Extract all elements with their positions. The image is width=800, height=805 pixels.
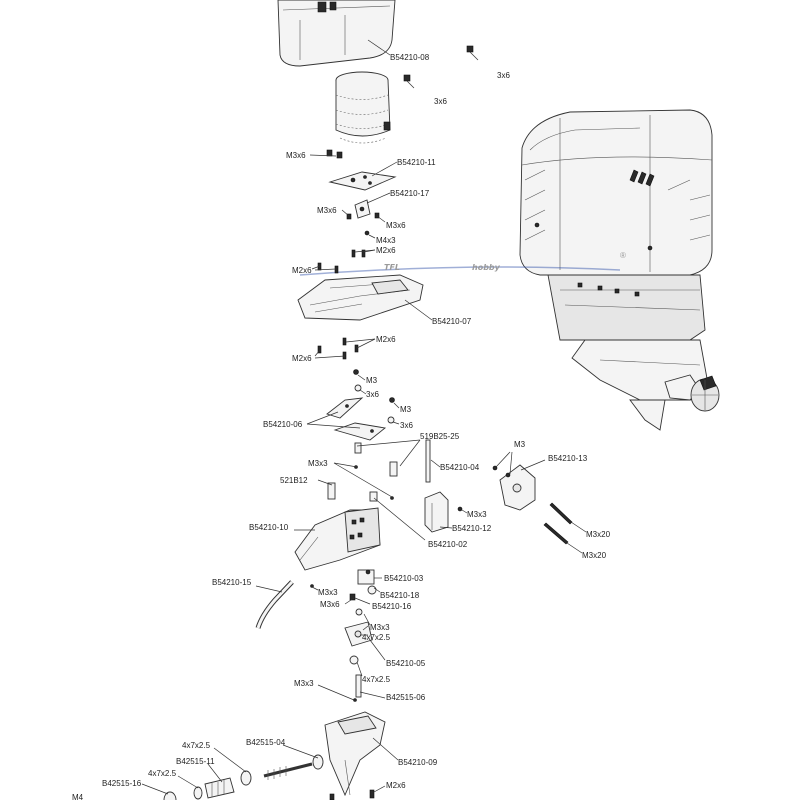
part-label: M3 [400, 405, 412, 414]
part-label: M3x6 [317, 206, 337, 215]
part-label: B54210-11 [397, 158, 436, 167]
part-label: B54210-04 [440, 463, 480, 472]
part-label: M3x6 [286, 151, 306, 160]
watermark-suffix: hobby [472, 263, 501, 272]
part-label: M2x6 [292, 266, 312, 275]
watermark-brand: TFL [384, 263, 400, 272]
part-label: B54210-18 [380, 591, 420, 600]
part-label: B54210-17 [390, 189, 430, 198]
screw-icon [403, 45, 479, 89]
part-label: M3x6 [320, 600, 340, 609]
part-label: B54210-10 [249, 523, 289, 532]
lower-drive-components [310, 569, 377, 702]
part-label: M2x6 [386, 781, 406, 790]
part-label: M3x3 [308, 459, 328, 468]
water-tube-part [255, 580, 294, 629]
part-label: M3x6 [386, 221, 406, 230]
part-label: 4x7x2.5 [182, 741, 211, 750]
outboard-engine-illustration [519, 109, 720, 431]
screw-icon [326, 149, 343, 159]
part-label: B54210-12 [452, 524, 492, 533]
part-label: B54210-15 [212, 578, 252, 587]
brand-watermark: TFL hobby ® [299, 251, 626, 276]
block-part [424, 491, 463, 533]
part-label: B54210-09 [398, 758, 438, 767]
part-label: B54210-05 [386, 659, 426, 668]
screw-icon [543, 502, 573, 545]
motor-cover-part [277, 0, 396, 67]
part-label: B54210-03 [384, 574, 424, 583]
part-label: B42515-04 [246, 738, 286, 747]
part-label: 3x6 [434, 97, 447, 106]
bracket-part [326, 369, 395, 441]
part-label: B54210-08 [390, 53, 430, 62]
part-label: B42515-06 [386, 693, 426, 702]
shaft-part [327, 439, 431, 502]
part-label: B54210-02 [428, 540, 468, 549]
part-label: M2x6 [376, 335, 396, 344]
watermark-registered-mark: ® [620, 251, 626, 260]
part-label: 3x6 [497, 71, 510, 80]
part-label: M3x3 [467, 510, 487, 519]
part-label: 521B12 [280, 476, 308, 485]
part-label: M3x3 [294, 679, 314, 688]
mount-plate-part [328, 171, 397, 191]
part-label: B54210-07 [432, 317, 472, 326]
part-label: B54210-13 [548, 454, 588, 463]
part-label: M3x3 [370, 623, 390, 632]
part-label: M2x6 [292, 354, 312, 363]
drive-housing-part [294, 507, 381, 571]
part-label: B54210-06 [263, 420, 303, 429]
coupler-part [346, 199, 380, 236]
part-label: B42515-11 [176, 757, 215, 766]
stern-bracket-part [492, 464, 536, 511]
part-label: 4x7x2.5 [362, 633, 391, 642]
part-label: 3x6 [400, 421, 413, 430]
part-label: 4x7x2.5 [362, 675, 391, 684]
part-label: B54210-16 [372, 602, 412, 611]
part-label: M3x20 [586, 530, 611, 539]
part-label: 4x7x2.5 [148, 769, 177, 778]
part-label: 519B25-25 [420, 432, 460, 441]
screw-icon [317, 337, 359, 360]
prop-shaft-part [163, 754, 375, 805]
motor-can-part [335, 71, 391, 144]
part-label: M4 [72, 793, 84, 800]
part-labels: B54210-08 3x6 3x6 M3x6 B54210-11 B54210-… [72, 53, 611, 802]
part-label: M3 [366, 376, 378, 385]
part-label: M2x6 [376, 246, 396, 255]
part-label: M4x3 [376, 236, 396, 245]
part-label: B42515-16 [102, 779, 142, 788]
gear-case-part [324, 711, 386, 797]
motor-mount-tray-part [297, 274, 424, 321]
part-label: 3x6 [366, 390, 379, 399]
leader-lines [141, 39, 587, 795]
part-label: M3 [514, 440, 526, 449]
part-label: M3x20 [582, 551, 607, 560]
part-label: M3x3 [318, 588, 338, 597]
